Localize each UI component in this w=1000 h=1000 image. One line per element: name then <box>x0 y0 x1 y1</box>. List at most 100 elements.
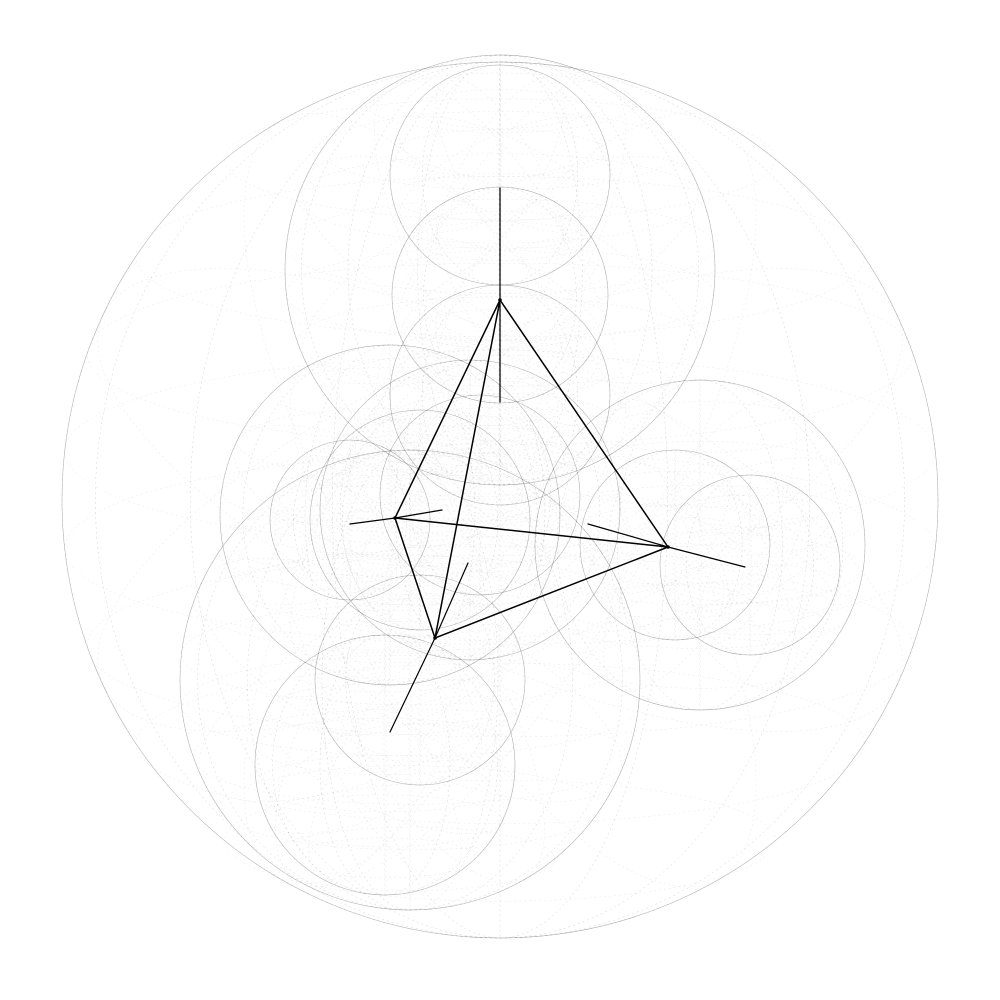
left-outer-sphere-latitude <box>271 486 429 522</box>
right-middle-sphere-latitude <box>598 585 752 619</box>
right-middle-sphere-mesh-ring <box>587 494 763 596</box>
outer-sphere-latitude <box>224 779 776 902</box>
outer-sphere-longitude <box>332 61 668 939</box>
right-large-sphere-longitude <box>617 379 783 711</box>
bottom-middle-sphere <box>314 574 526 786</box>
left-outer-sphere-longitude <box>348 439 352 601</box>
left-outer-sphere-mesh-ring <box>302 449 398 591</box>
left-large-sphere-latitude <box>236 553 544 622</box>
bottom-large-sphere-latitude <box>265 469 555 534</box>
bottom-middle-sphere-latitude <box>335 724 505 762</box>
center-sphere-longitude <box>339 359 601 661</box>
top-large-sphere-longitude <box>417 54 583 486</box>
outer-sphere-longitude <box>190 61 810 939</box>
center-inner-sphere-longitude <box>379 394 581 596</box>
outer-sphere-mesh-ring <box>243 112 757 888</box>
bottom-large-sphere-longitude <box>247 449 573 911</box>
outer-sphere-longitude <box>95 61 905 939</box>
left-large-sphere-mesh-ring <box>233 424 547 606</box>
center-inner-sphere-latitude <box>399 417 561 453</box>
left-large-sphere <box>219 344 561 686</box>
top-large-sphere-mesh-ring <box>302 156 698 384</box>
right-outer-sphere-latitude <box>661 563 839 603</box>
edge-top-right <box>499 299 669 548</box>
left-inner-sphere-mesh-ring <box>318 461 522 579</box>
top-upper-sphere-latitude <box>391 129 609 177</box>
top-large-sphere-longitude <box>301 54 699 486</box>
outer-sphere-mesh-ring <box>97 268 903 732</box>
center-sphere-mesh-ring <box>382 377 558 643</box>
right-large-sphere-mesh-ring <box>603 398 797 692</box>
left-inner-sphere-latitude <box>311 518 529 566</box>
right-outer-sphere-longitude <box>659 474 841 656</box>
bottom-large-sphere-longitude <box>179 449 641 911</box>
bottom-middle-sphere-longitude <box>418 574 422 786</box>
center-inner-sphere-longitude <box>409 394 551 596</box>
bottom-large-sphere-longitude <box>197 449 623 911</box>
center-inner-sphere-mesh-ring <box>421 406 539 584</box>
bottom-middle-sphere-mesh-ring <box>323 624 517 736</box>
left-large-sphere-latitude <box>221 453 559 528</box>
bottom-outer-sphere-longitude <box>383 634 387 896</box>
bottom-outer-sphere-latitude <box>293 837 477 879</box>
edge-top-bottom <box>434 299 501 639</box>
right-middle-sphere-mesh-ring <box>587 494 763 596</box>
top-large-sphere-longitude <box>417 54 583 486</box>
outer-sphere-latitude <box>135 662 865 824</box>
bottom-large-sphere-outline <box>179 449 641 911</box>
spoke-left-out <box>349 517 396 525</box>
bottom-outer-sphere-mesh-ring <box>265 696 505 834</box>
left-outer-sphere-latitude <box>271 518 429 554</box>
left-large-sphere-longitude <box>242 344 538 686</box>
top-large-sphere-latitude <box>297 296 703 387</box>
bottom-large-sphere-latitude <box>218 765 602 851</box>
center-sphere-latitude <box>321 455 619 522</box>
spoke-bottom-in <box>434 562 469 639</box>
top-upper-sphere-longitude <box>389 64 611 286</box>
top-upper-sphere-longitude <box>421 64 579 286</box>
bottom-middle-sphere-longitude <box>345 574 495 786</box>
top-upper-sphere <box>389 64 611 286</box>
bottom-outer-sphere-mesh-ring <box>308 649 462 881</box>
center-sphere-longitude <box>339 359 601 661</box>
left-outer-sphere-longitude <box>293 439 407 601</box>
center-sphere-latitude <box>334 415 606 476</box>
right-large-sphere-outline <box>534 379 866 711</box>
bottom-middle-sphere-mesh-ring <box>358 586 482 774</box>
bottom-large-sphere-latitude <box>181 603 639 705</box>
top-large-sphere-latitude <box>320 349 680 430</box>
left-large-sphere-mesh-ring <box>290 364 490 666</box>
right-outer-sphere-mesh-ring <box>697 485 803 645</box>
vertex-bottom <box>433 636 437 640</box>
left-inner-sphere-outline <box>309 409 531 631</box>
bottom-outer-sphere-latitude <box>267 683 503 736</box>
bottom-middle-sphere-outline <box>314 574 526 786</box>
center-sphere-mesh-ring <box>382 377 558 643</box>
right-middle-sphere-longitude <box>673 449 677 641</box>
left-inner-sphere-latitude <box>331 566 509 606</box>
left-outer-sphere-latitude <box>285 457 415 487</box>
right-middle-sphere <box>579 449 771 641</box>
bottom-outer-sphere-longitude <box>272 634 498 896</box>
right-outer-sphere-longitude <box>686 474 814 656</box>
bottom-large-sphere <box>179 449 641 911</box>
center-inner-sphere-latitude <box>399 537 561 573</box>
right-large-sphere-longitude <box>556 379 844 711</box>
top-inner-sphere-mesh-ring <box>400 237 600 353</box>
bottom-large-sphere-latitude <box>181 655 639 757</box>
left-large-sphere-latitude <box>236 408 544 477</box>
top-large-sphere-longitude <box>284 54 716 486</box>
top-large-sphere-latitude <box>297 153 703 244</box>
bottom-large-sphere-longitude <box>408 449 412 911</box>
right-outer-sphere-longitude <box>748 474 752 656</box>
right-middle-sphere-longitude <box>607 449 743 641</box>
outer-sphere-outline <box>61 61 939 939</box>
right-large-sphere-latitude <box>536 485 864 558</box>
center-inner-sphere-latitude <box>381 493 579 537</box>
bottom-middle-sphere-latitude <box>316 678 524 724</box>
top-large-sphere-longitude <box>498 54 502 486</box>
top-inner-sphere-longitude <box>423 186 577 404</box>
top-inner-sphere-mesh-ring <box>436 199 564 391</box>
right-middle-sphere-latitude <box>581 505 769 547</box>
